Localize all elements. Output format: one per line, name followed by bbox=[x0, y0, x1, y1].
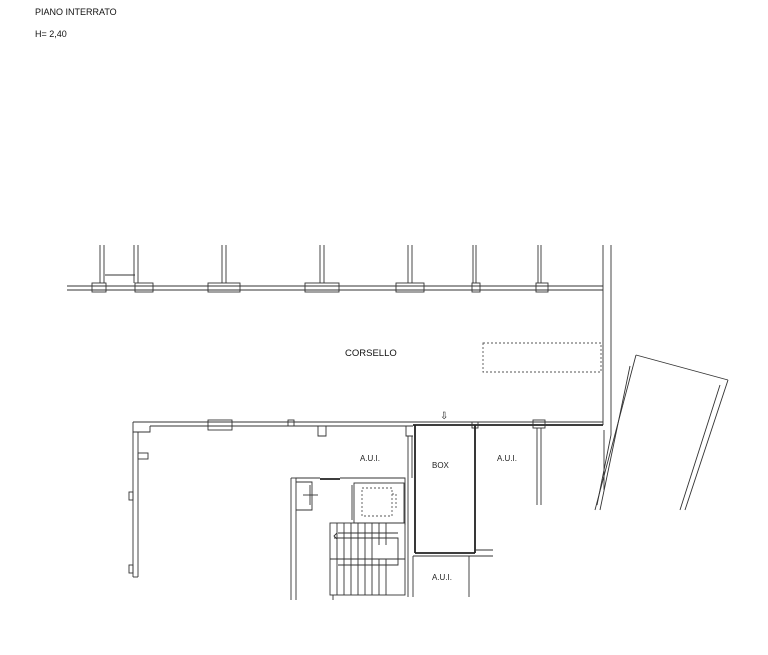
room-label-aui-3: A.U.I. bbox=[432, 573, 452, 582]
corridor-label: CORSELLO bbox=[345, 348, 397, 359]
room-label-box: BOX bbox=[432, 461, 450, 470]
entrance-arrow-icon: ⇩ bbox=[440, 411, 448, 422]
room-label-aui-1: A.U.I. bbox=[360, 454, 380, 463]
plan-title: PIANO INTERRATO bbox=[35, 7, 117, 17]
room-label-aui-2: A.U.I. bbox=[497, 454, 517, 463]
ramp bbox=[594, 354, 729, 511]
left-room-walls bbox=[128, 432, 149, 578]
stair-core bbox=[290, 477, 409, 600]
corridor-top-wall bbox=[67, 245, 603, 293]
corridor-bottom-wall bbox=[132, 419, 603, 437]
ceiling-height: H= 2,40 bbox=[35, 29, 67, 39]
box-walls bbox=[407, 425, 542, 597]
dashed-outline bbox=[482, 342, 602, 373]
